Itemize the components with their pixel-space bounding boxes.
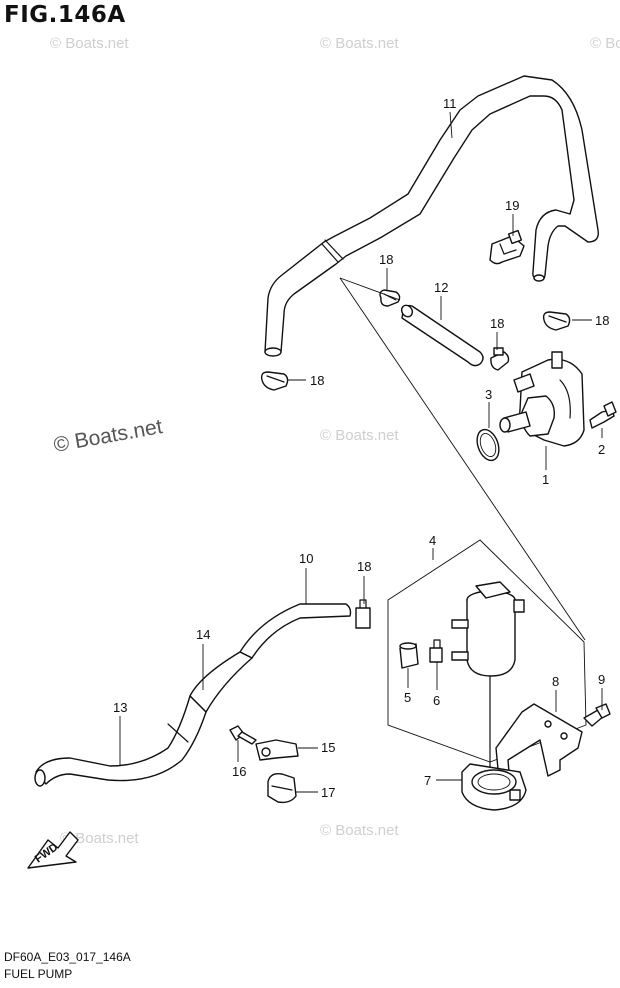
callout-3: 3: [485, 387, 492, 402]
figure-code: DF60A_E03_017_146A: [4, 950, 131, 964]
watermark: © Boats.net: [320, 35, 399, 52]
part-18-hose-clip-c: [542, 311, 571, 331]
part-13-fuel-hose: [34, 695, 207, 787]
part-16-bolt: [229, 725, 257, 745]
part-7-filter-holder: [461, 763, 527, 811]
fwd-arrow: FWD: [27, 831, 79, 869]
watermark: © Boats.net: [320, 427, 399, 444]
callout-4: 4: [429, 533, 436, 548]
callout-14: 14: [196, 627, 210, 642]
figure-title: FIG.146A: [4, 2, 126, 28]
callout-2: 2: [598, 442, 605, 457]
watermark: © Boats.net: [50, 35, 129, 52]
part-2-bolt: [589, 401, 617, 429]
callout-18: 18: [490, 316, 504, 331]
callout-17: 17: [321, 785, 335, 800]
callout-6: 6: [433, 693, 440, 708]
callout-numbers: 11 19 18 12 18 18 18 3 2 1 4 10 18 14 13…: [113, 96, 609, 800]
part-10-fuel-hose: [239, 603, 352, 659]
callout-11: 11: [443, 96, 457, 111]
leader-lines: [119, 111, 603, 793]
part-4-fuel-filter-assy: [387, 539, 587, 781]
pump-group-outline: [339, 277, 586, 641]
figure-name: FUEL PUMP: [4, 967, 73, 981]
part-14-hose-protector: [189, 651, 253, 713]
part-17-clamp: [267, 772, 297, 804]
watermark-main: © Boats.net: [52, 415, 165, 457]
part-6-clip: [429, 639, 443, 663]
callout-19: 19: [505, 198, 519, 213]
callout-18: 18: [379, 252, 393, 267]
callout-13: 13: [113, 700, 127, 715]
callout-1: 1: [542, 472, 549, 487]
part-3-o-ring: [476, 428, 500, 462]
callout-5: 5: [404, 690, 411, 705]
callout-9: 9: [598, 672, 605, 687]
callout-10: 10: [299, 551, 313, 566]
part-18-hose-clip-b: [490, 347, 510, 371]
part-18-hose-clip-d: [260, 371, 289, 391]
callout-18: 18: [595, 313, 609, 328]
part-11-fuel-hose: [264, 75, 599, 357]
part-1-fuel-pump: [499, 351, 585, 447]
part-19-hose-clamp: [489, 229, 525, 265]
part-18-hose-clip-e: [355, 599, 371, 629]
watermark: © Boats.net: [590, 35, 620, 52]
callout-7: 7: [424, 773, 431, 788]
part-12-fuel-hose: [400, 304, 484, 367]
callout-15: 15: [321, 740, 335, 755]
part-15-clamp: [255, 739, 299, 761]
part-5-cap: [399, 642, 419, 669]
part-9-bolt: [583, 703, 611, 727]
callout-18: 18: [310, 373, 324, 388]
part-18-hose-clip-a: [379, 289, 401, 307]
callout-12: 12: [434, 280, 448, 295]
watermark: © Boats.net: [320, 822, 399, 839]
callout-16: 16: [232, 764, 246, 779]
callout-8: 8: [552, 674, 559, 689]
callout-18: 18: [357, 559, 371, 574]
watermark: © Boats.net: [60, 830, 139, 847]
